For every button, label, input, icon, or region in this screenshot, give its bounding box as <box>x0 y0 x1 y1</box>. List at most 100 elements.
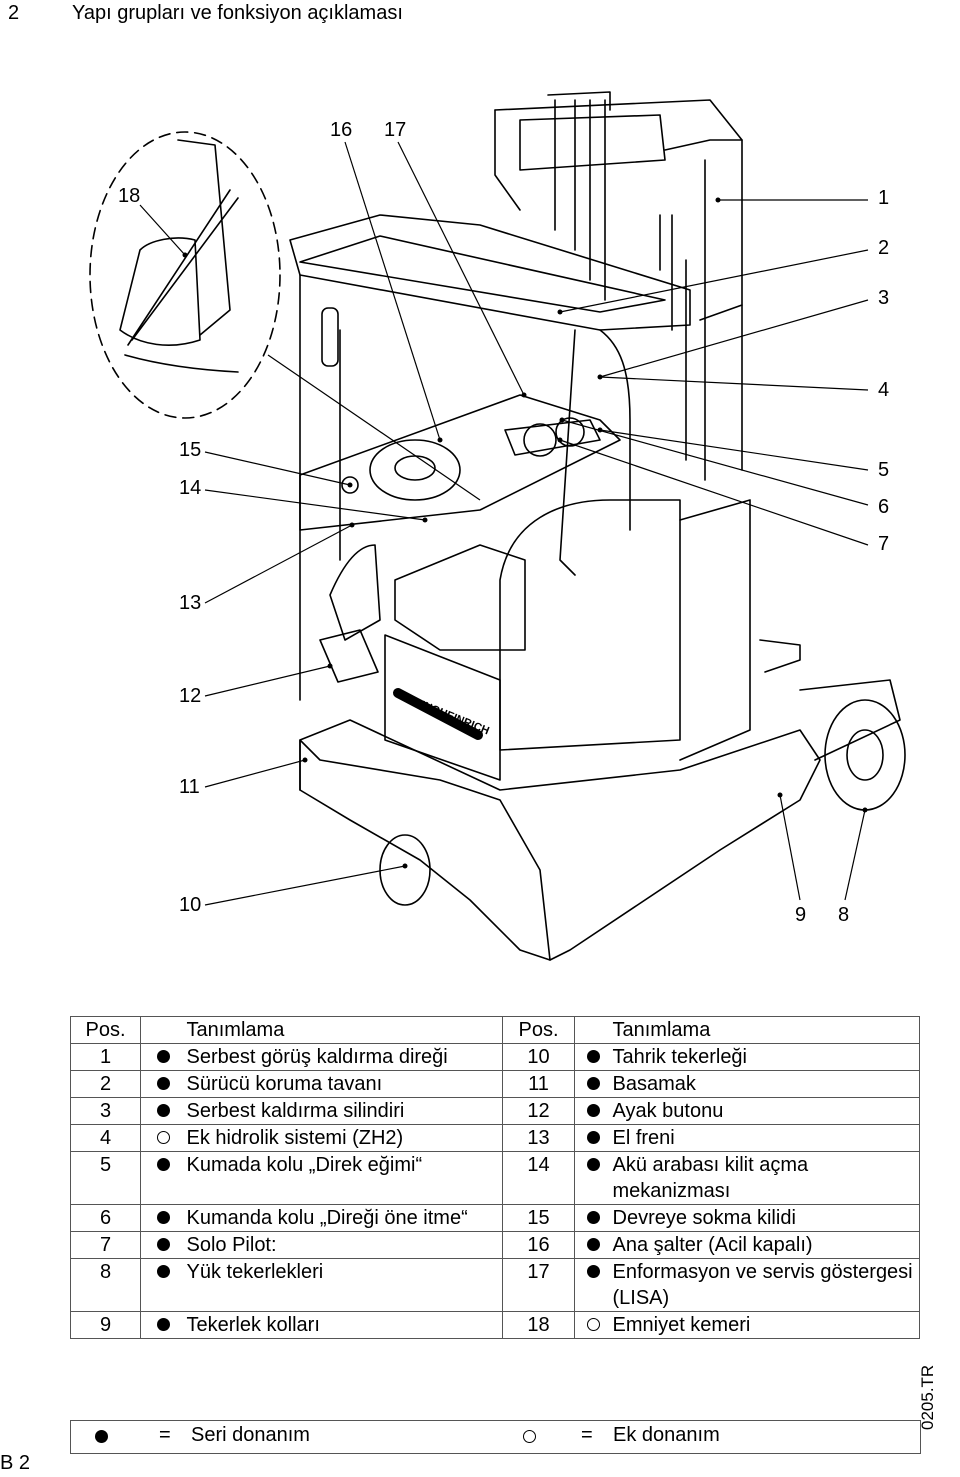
filled-dot-icon <box>157 1265 171 1278</box>
pos-left: 4 <box>70 1124 141 1152</box>
equals-sign: = <box>159 1424 171 1446</box>
description-right: Emniyet kemeri <box>612 1311 920 1339</box>
callout-3: 3 <box>878 287 890 309</box>
status-mark-right <box>574 1070 613 1098</box>
section-number: 2 <box>8 2 20 24</box>
pos-left: 9 <box>70 1311 141 1339</box>
table-row: 7 Solo Pilot:16 Ana şalter (Acil kapalı) <box>70 1231 920 1259</box>
filled-dot-icon <box>587 1158 601 1171</box>
description-right: Devreye sokma kilidi <box>612 1204 920 1232</box>
load-wheel <box>824 699 906 811</box>
pos-right: 16 <box>502 1231 575 1259</box>
status-mark-right <box>574 1151 613 1205</box>
status-mark-left <box>140 1097 187 1125</box>
status-mark-right <box>574 1043 613 1071</box>
callout-14: 14 <box>179 477 202 499</box>
component-table: Pos. Tanımlama Pos. Tanımlama 1 Serbest g… <box>70 1016 920 1339</box>
filled-dot-icon <box>587 1265 601 1278</box>
pos-left: 6 <box>70 1204 141 1232</box>
page-number: B 2 <box>0 1452 31 1474</box>
status-mark-left <box>140 1043 187 1071</box>
callout-2: 2 <box>878 237 890 259</box>
callout-6: 6 <box>878 496 890 518</box>
table-header-row: Pos. Tanımlama Pos. Tanımlama <box>70 1016 920 1044</box>
optional-equipment-label: Ek donanım <box>613 1424 720 1446</box>
pos-left: 1 <box>70 1043 141 1071</box>
description-left: Sürücü koruma tavanı <box>186 1070 503 1098</box>
pos-left: 7 <box>70 1231 141 1259</box>
status-mark-left <box>140 1124 187 1152</box>
pos-left: 8 <box>70 1258 141 1312</box>
seatbelt-detail-circle <box>89 131 281 419</box>
brand-logo: JUNGHEINRICH <box>409 695 491 738</box>
filled-dot-icon <box>587 1238 601 1251</box>
callout-5: 5 <box>878 459 890 481</box>
pos-right: 14 <box>502 1151 575 1205</box>
pos-right: 13 <box>502 1124 575 1152</box>
empty-dot-icon <box>157 1131 171 1144</box>
pos-right: 15 <box>502 1204 575 1232</box>
description-left: Ek hidrolik sistemi (ZH2) <box>186 1124 503 1152</box>
status-mark-left <box>140 1151 187 1205</box>
filled-dot-icon <box>587 1211 601 1224</box>
pos-right: 10 <box>502 1043 575 1071</box>
pos-right: 18 <box>502 1311 575 1339</box>
filled-dot-icon <box>587 1050 601 1063</box>
header-pos-left: Pos. <box>70 1016 141 1044</box>
empty-dot-icon <box>523 1430 536 1443</box>
description-right: Akü arabası kilit açma mekanizması <box>612 1151 920 1205</box>
equals-sign: = <box>581 1424 593 1446</box>
filled-dot-icon <box>157 1158 171 1171</box>
description-right: El freni <box>612 1124 920 1152</box>
description-right: Enformasyon ve servis göstergesi (LISA) <box>612 1258 920 1312</box>
header-pos-right: Pos. <box>502 1016 575 1044</box>
filled-dot-icon <box>157 1104 171 1117</box>
table-row: 4 Ek hidrolik sistemi (ZH2)13 El freni <box>70 1124 920 1152</box>
description-left: Tekerlek kolları <box>186 1311 503 1339</box>
callout-10: 10 <box>179 894 202 916</box>
empty-dot-icon <box>587 1318 601 1331</box>
pos-right: 11 <box>502 1070 575 1098</box>
filled-dot-icon <box>587 1077 601 1090</box>
callout-1: 1 <box>878 187 890 209</box>
pos-right: 12 <box>502 1097 575 1125</box>
description-left: Kumada kolu „Direk eğimi“ <box>186 1151 503 1205</box>
status-mark-right <box>574 1124 613 1152</box>
filled-dot-icon <box>587 1131 601 1144</box>
filled-dot-icon <box>157 1318 171 1331</box>
status-mark-right <box>574 1204 613 1232</box>
description-right: Tahrik tekerleği <box>612 1043 920 1071</box>
pos-left: 3 <box>70 1097 141 1125</box>
status-mark-left <box>140 1311 187 1339</box>
page-title: Yapı grupları ve fonksiyon açıklaması <box>72 2 403 24</box>
description-left: Solo Pilot: <box>186 1231 503 1259</box>
description-left: Serbest kaldırma silindiri <box>186 1097 503 1125</box>
description-left: Kumanda kolu „Direği öne itme“ <box>186 1204 503 1232</box>
callout-7: 7 <box>878 533 890 555</box>
filled-dot-icon <box>157 1050 171 1063</box>
document-id: 0205.TR <box>918 1364 937 1430</box>
status-mark-right <box>574 1097 613 1125</box>
description-right: Ana şalter (Acil kapalı) <box>612 1231 920 1259</box>
callout-15: 15 <box>179 439 202 461</box>
filled-dot-icon <box>95 1430 108 1443</box>
filled-dot-icon <box>157 1077 171 1090</box>
table-row: 6 Kumanda kolu „Direği öne itme“15 Devreye… <box>70 1204 920 1232</box>
standard-equipment-label: Seri donanım <box>191 1424 310 1446</box>
status-mark-left <box>140 1231 187 1259</box>
filled-dot-icon <box>157 1238 171 1251</box>
forklift-drawing: JUNGHEINRICH <box>89 91 906 961</box>
status-mark-left <box>140 1204 187 1232</box>
callout-9: 9 <box>795 904 807 926</box>
description-right: Basamak <box>612 1070 920 1098</box>
callout-4: 4 <box>878 379 890 401</box>
filled-dot-icon <box>157 1211 171 1224</box>
description-left: Serbest görüş kaldırma direği <box>186 1043 503 1071</box>
status-mark-right <box>574 1231 613 1259</box>
pos-left: 2 <box>70 1070 141 1098</box>
